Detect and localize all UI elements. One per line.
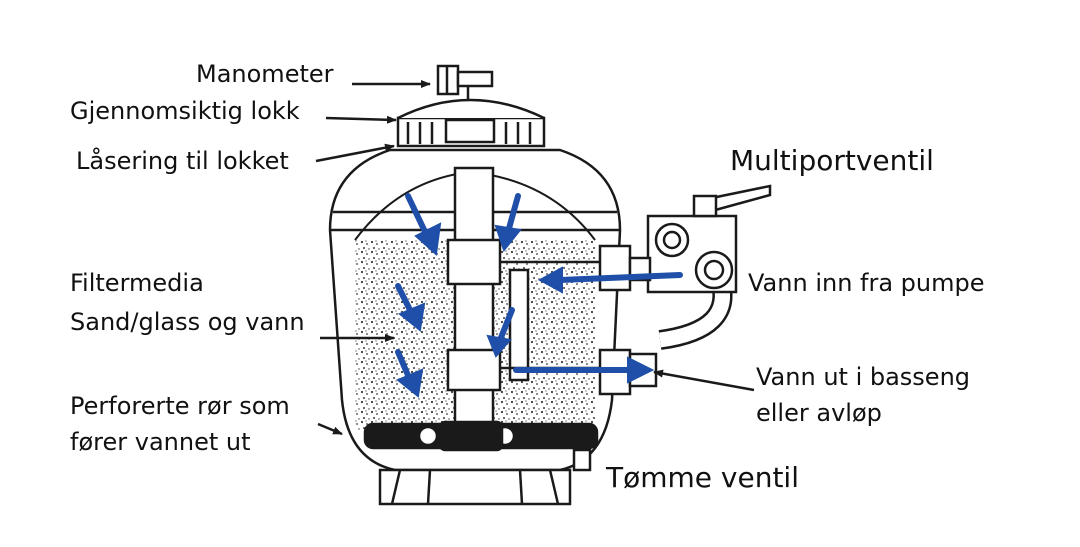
leader-lid	[326, 118, 396, 120]
transparent-lid	[398, 100, 544, 118]
label-drain-valve: Tømme ventil	[606, 462, 799, 494]
label-filter-media-1: Filtermedia	[70, 269, 204, 297]
label-manometer: Manometer	[196, 60, 334, 88]
label-lid-lock-ring: Låsering til lokket	[76, 147, 289, 175]
multiport-valve-assembly	[600, 186, 770, 394]
drain-valve-body	[574, 450, 590, 470]
leader-perforated	[318, 424, 342, 434]
filter-tank	[330, 66, 620, 504]
leader-water-out	[654, 372, 754, 390]
tank-base	[380, 470, 570, 504]
label-multiport-valve: Multiportventil	[730, 145, 934, 177]
label-transparent-lid: Gjennomsiktig lokk	[70, 97, 300, 125]
label-perforated-1: Perforerte rør som	[70, 392, 290, 420]
label-water-in: Vann inn fra pumpe	[748, 269, 985, 297]
label-water-out-1: Vann ut i basseng	[756, 363, 970, 391]
collector-pipe	[510, 270, 528, 380]
label-water-out-2: eller avløp	[756, 399, 882, 427]
label-perforated-2: fører vannet ut	[70, 428, 251, 456]
label-filter-media-2: Sand/glass og vann	[70, 308, 305, 336]
